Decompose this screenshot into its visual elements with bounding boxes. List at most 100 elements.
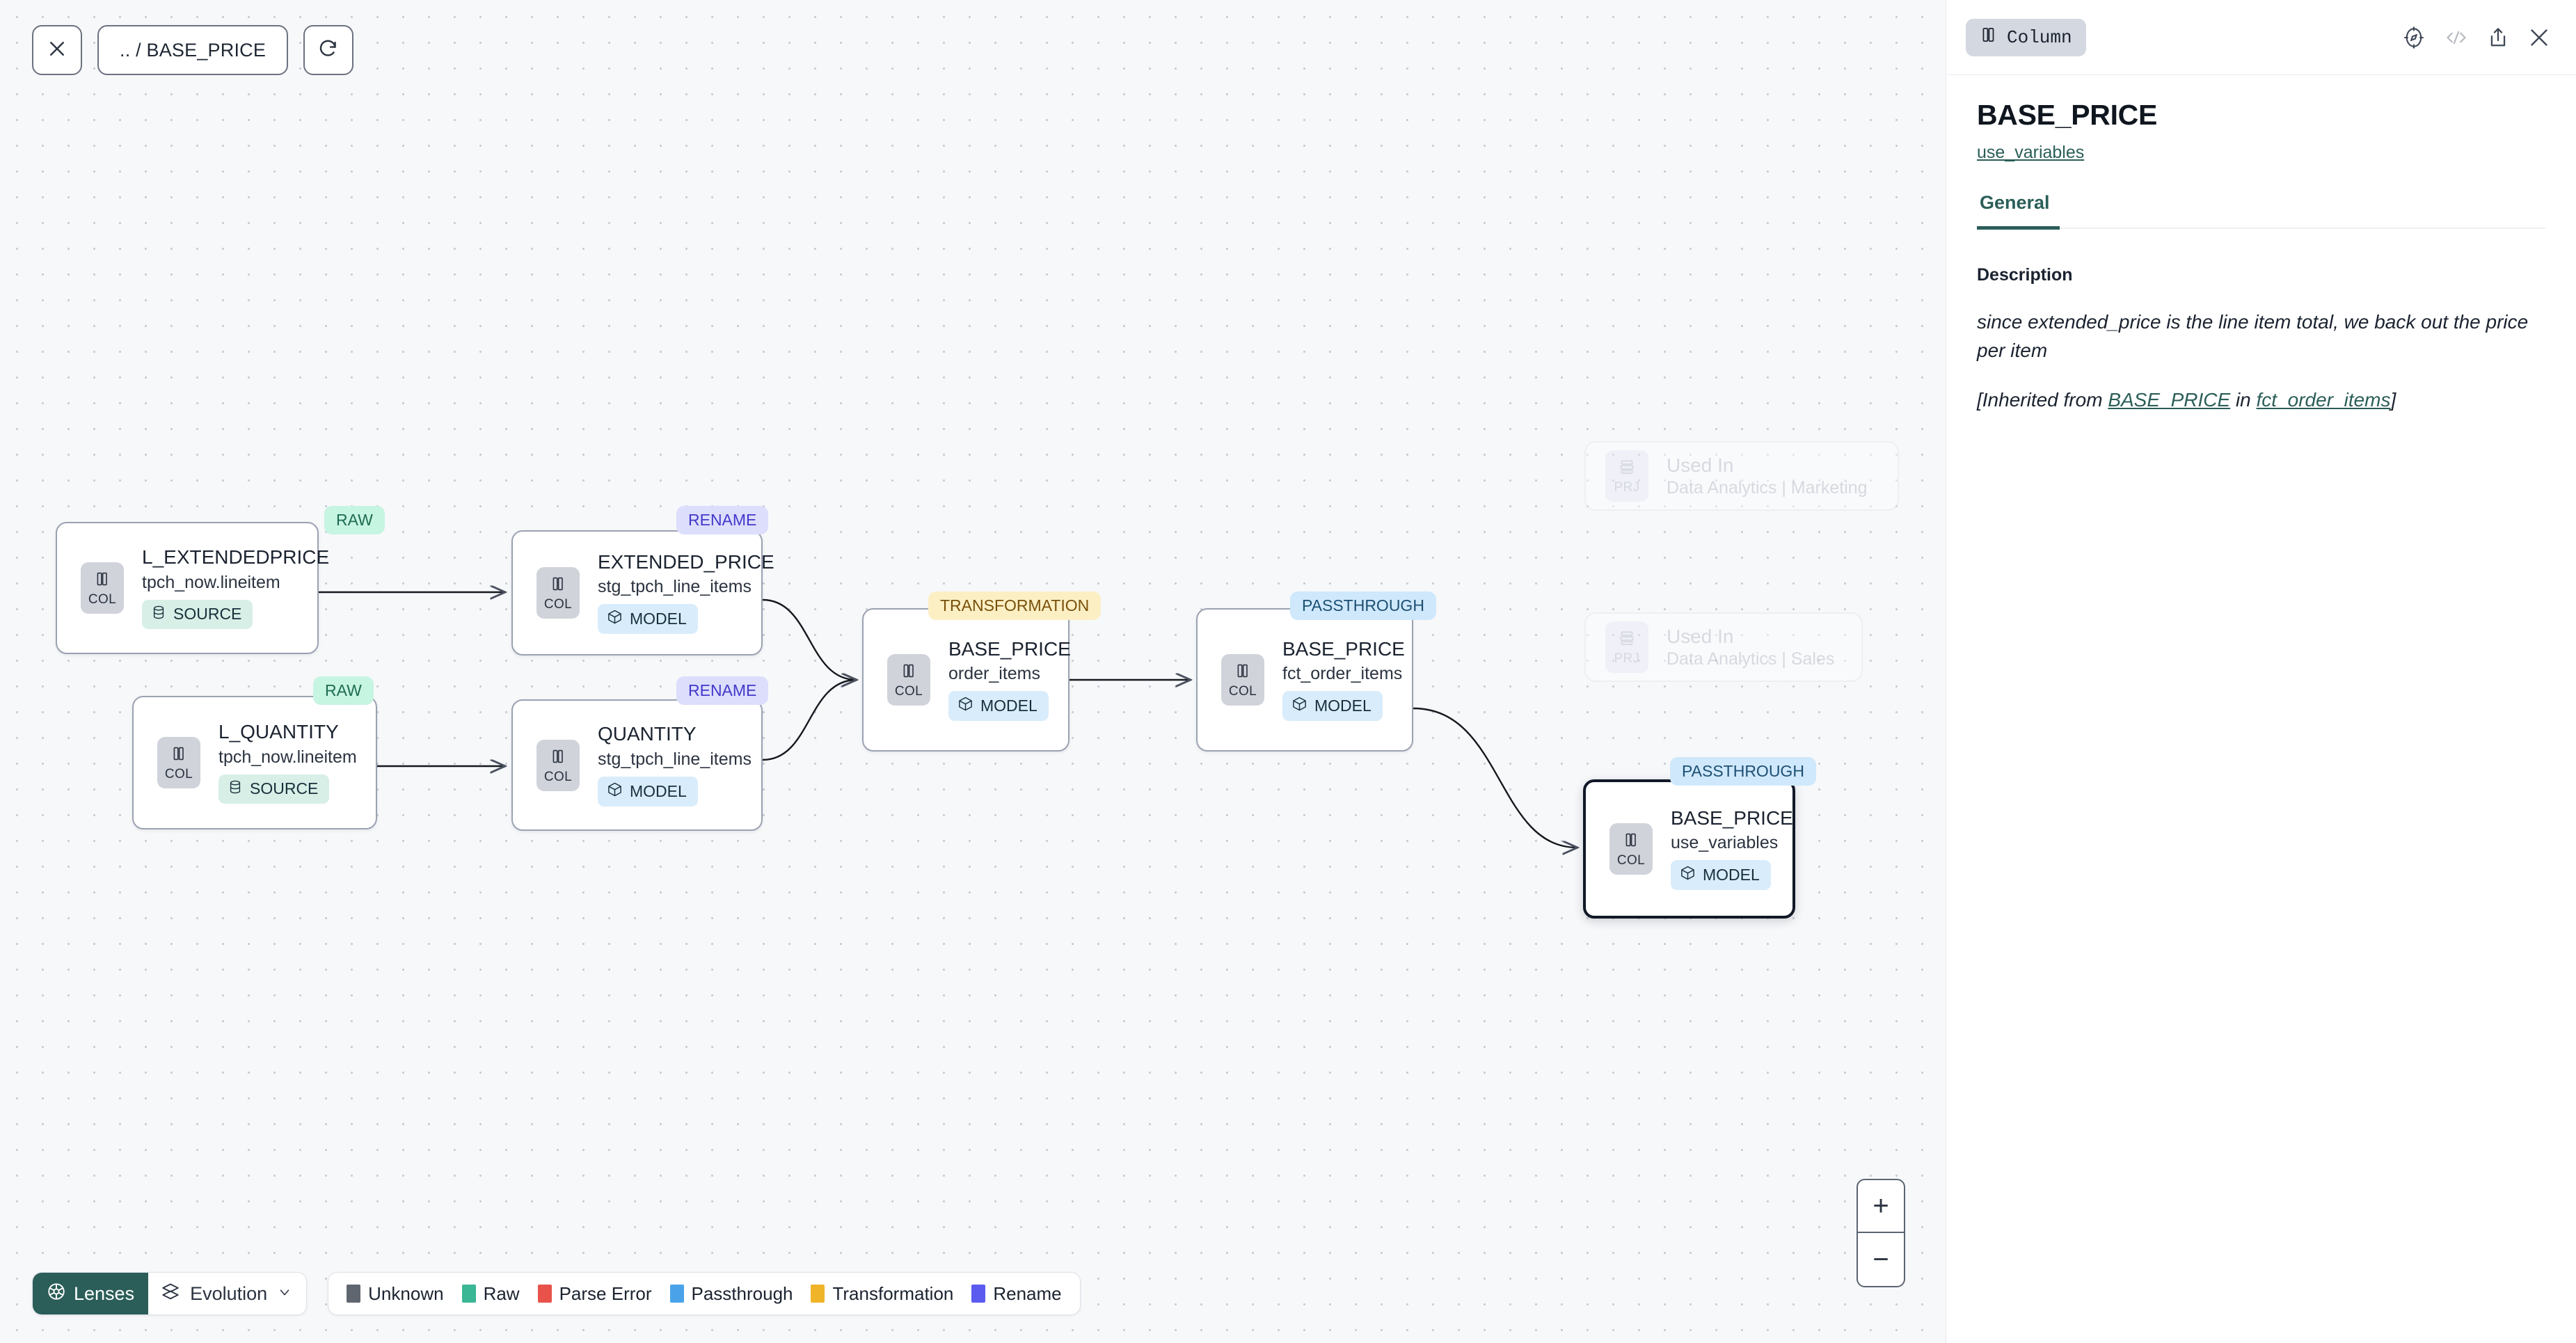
column-icon [900,662,917,683]
legend-item[interactable]: Transformation [811,1283,953,1305]
column-type-label: COL [88,592,117,607]
zoom-controls: + − [1857,1179,1905,1287]
cube-icon [957,696,973,716]
node-subtitle: order_items [948,664,1040,684]
legend-item[interactable]: Parse Error [537,1282,652,1305]
legend-swatch [971,1285,986,1303]
node-lens-tag-raw: RAW [324,506,385,534]
details-tabs: General [1977,192,2545,230]
inherited-prefix: [Inherited from [1977,389,2108,411]
column-type-badge: COL [536,567,580,619]
legend-label: Parse Error [559,1282,652,1304]
column-type-badge: COL [1221,654,1264,706]
node-subtitle: tpch_now.lineitem [142,572,280,592]
node-title: EXTENDED_PRICE [598,550,774,573]
share-icon[interactable] [2487,26,2509,49]
entity-kind-badge: Column [1966,18,2086,56]
node-title: BASE_PRICE [1282,637,1405,660]
lenses-segmented-control: Lenses Evolution [32,1272,308,1315]
project-type-label: PRJ [1614,651,1640,666]
details-panel: Column [1946,0,2576,1343]
node-title: L_EXTENDEDPRICE [142,546,330,569]
column-type-label: COL [164,767,193,781]
legend-label: Rename [993,1282,1062,1304]
node-subtitle: fct_order_items [1282,664,1403,684]
node-title: QUANTITY [598,723,697,745]
column-icon [1623,831,1639,852]
refresh-icon [318,38,340,63]
node-kind-chip: SOURCE [142,599,253,629]
tab-general[interactable]: General [1977,192,2060,230]
legend-label: Unknown [368,1282,444,1304]
legend-item[interactable]: Unknown [347,1282,444,1305]
database-icon [228,779,243,799]
description-text: since extended_price is the line item to… [1977,308,2541,415]
inherited-note: [Inherited from BASE_PRICE in fct_order_… [1977,386,2541,414]
node-lens-tag-rename: RENAME [676,506,769,534]
column-type-label: COL [543,597,573,612]
legend-swatch [347,1285,361,1303]
legend-swatch [461,1285,476,1303]
node-kind-chip-label: MODEL [630,781,687,800]
node-kind-chip: MODEL [598,604,698,635]
node-subtitle: tpch_now.lineitem [218,747,357,767]
code-icon[interactable] [2444,27,2469,48]
details-panel-body: BASE_PRICE use_variables General Descrip… [1946,75,2576,1343]
inherited-column-link[interactable]: BASE_PRICE [2108,389,2231,411]
legend-label: Transformation [832,1282,954,1304]
legend-item[interactable]: Rename [971,1282,1062,1305]
cube-icon [607,609,623,629]
close-lineage-button[interactable] [32,25,82,75]
legend-item[interactable]: Passthrough [669,1283,793,1305]
column-icon [550,575,566,596]
used-in-project: Data Analytics | Sales [1667,649,1835,669]
node-lens-tag-passthrough: PASSTHROUGH [1670,757,1816,786]
column-type-badge: COL [887,654,930,706]
node-lens-tag-passthrough: PASSTHROUGH [1290,591,1436,620]
project-type-badge: PRJ [1605,621,1648,673]
column-type-badge: COL [81,562,124,614]
column-icon [550,747,566,769]
inherited-model-link[interactable]: fct_order_items [2256,389,2391,411]
evolution-label: Evolution [190,1282,268,1304]
close-icon[interactable] [2527,26,2551,49]
legend-item[interactable]: Raw [461,1282,520,1305]
lenses-button[interactable]: Lenses [33,1273,149,1314]
node-lens-tag-raw: RAW [313,676,374,705]
node-subtitle: use_variables [1671,833,1779,853]
node-kind-chip: MODEL [948,691,1049,722]
breadcrumb-path-button[interactable]: .. / BASE_PRICE [97,25,289,75]
node-kind-chip: MODEL [1671,860,1771,891]
cube-icon [1680,865,1696,885]
page-title: BASE_PRICE [1977,99,2158,131]
explore-compass-icon[interactable] [2402,26,2426,49]
parent-model-link[interactable]: use_variables [1977,143,2085,162]
column-type-label: COL [1616,853,1646,868]
zoom-out-button[interactable]: − [1873,1244,1889,1275]
refresh-button[interactable] [303,25,354,75]
column-type-label: COL [543,769,573,784]
node-kind-chip-label: MODEL [1703,866,1760,884]
used-in-label: Used In [1667,454,1734,477]
node-title: L_QUANTITY [218,721,339,743]
node-title: BASE_PRICE [948,637,1071,660]
aperture-icon [47,1282,66,1306]
cube-icon [1291,696,1307,716]
zoom-in-button[interactable]: + [1858,1180,1904,1233]
project-icon [1618,629,1636,651]
node-title: BASE_PRICE [1671,806,1793,829]
legend-label: Raw [483,1282,520,1304]
evolution-dropdown[interactable]: Evolution [148,1273,307,1314]
column-icon [94,570,111,591]
node-subtitle: stg_tpch_line_items [598,577,752,597]
